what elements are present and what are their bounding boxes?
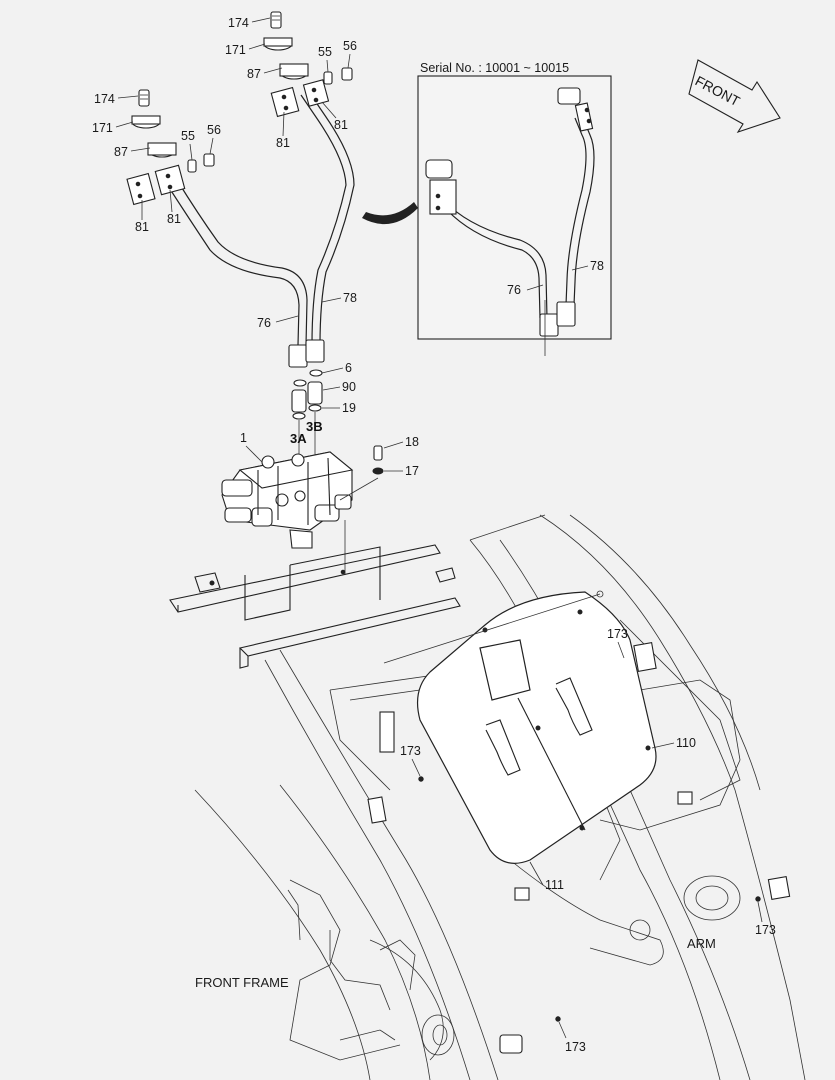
label-81-left-right: 81 bbox=[167, 212, 181, 226]
label-87-left: 87 bbox=[114, 145, 128, 159]
label-90: 90 bbox=[342, 380, 356, 394]
label-18: 18 bbox=[405, 435, 419, 449]
mounting-bracket bbox=[169, 544, 461, 669]
label-173-c: 173 bbox=[755, 923, 776, 937]
label-173-b: 173 bbox=[400, 744, 421, 758]
label-81-top-left: 81 bbox=[276, 136, 290, 150]
label-171-top: 171 bbox=[225, 43, 246, 57]
top-fitting-group bbox=[263, 11, 353, 118]
label-173-d: 173 bbox=[565, 1040, 586, 1054]
cover-plate bbox=[383, 590, 657, 864]
inset-label-78: 78 bbox=[590, 259, 604, 273]
label-78: 78 bbox=[343, 291, 357, 305]
inset-label-76: 76 bbox=[507, 283, 521, 297]
label-81-left-left: 81 bbox=[135, 220, 149, 234]
frame-structure bbox=[194, 514, 806, 1080]
label-174-left: 174 bbox=[94, 92, 115, 106]
label-87-top: 87 bbox=[247, 67, 261, 81]
label-55-top: 55 bbox=[318, 45, 332, 59]
label-17: 17 bbox=[405, 464, 419, 478]
label-55-left: 55 bbox=[181, 129, 195, 143]
left-fitting-group bbox=[126, 89, 215, 206]
label-3A: 3A bbox=[290, 431, 307, 446]
label-111: 111 bbox=[545, 878, 564, 892]
label-171-left: 171 bbox=[92, 121, 113, 135]
label-81-top-right: 81 bbox=[334, 118, 348, 132]
callout-labels: 174 171 87 55 56 81 81 174 171 87 55 56 … bbox=[92, 16, 776, 1054]
label-56-left: 56 bbox=[207, 123, 221, 137]
area-label-arm: ARM bbox=[687, 936, 716, 951]
serial-title: Serial No. : 10001 ~ 10015 bbox=[420, 61, 569, 75]
label-110: 110 bbox=[676, 736, 696, 750]
label-19: 19 bbox=[342, 401, 356, 415]
label-76: 76 bbox=[257, 316, 271, 330]
control-valve bbox=[221, 445, 384, 575]
serial-inset: Serial No. : 10001 ~ 10015 76 78 bbox=[362, 61, 612, 356]
front-arrow: FRONT bbox=[688, 59, 781, 134]
label-174-top: 174 bbox=[228, 16, 249, 30]
label-3B: 3B bbox=[306, 419, 323, 434]
label-173-a: 173 bbox=[607, 627, 628, 641]
label-6: 6 bbox=[345, 361, 352, 375]
label-56-top: 56 bbox=[343, 39, 357, 53]
label-1: 1 bbox=[240, 431, 247, 445]
area-label-front-frame: FRONT FRAME bbox=[195, 975, 289, 990]
front-arrow-label: FRONT bbox=[693, 73, 743, 110]
